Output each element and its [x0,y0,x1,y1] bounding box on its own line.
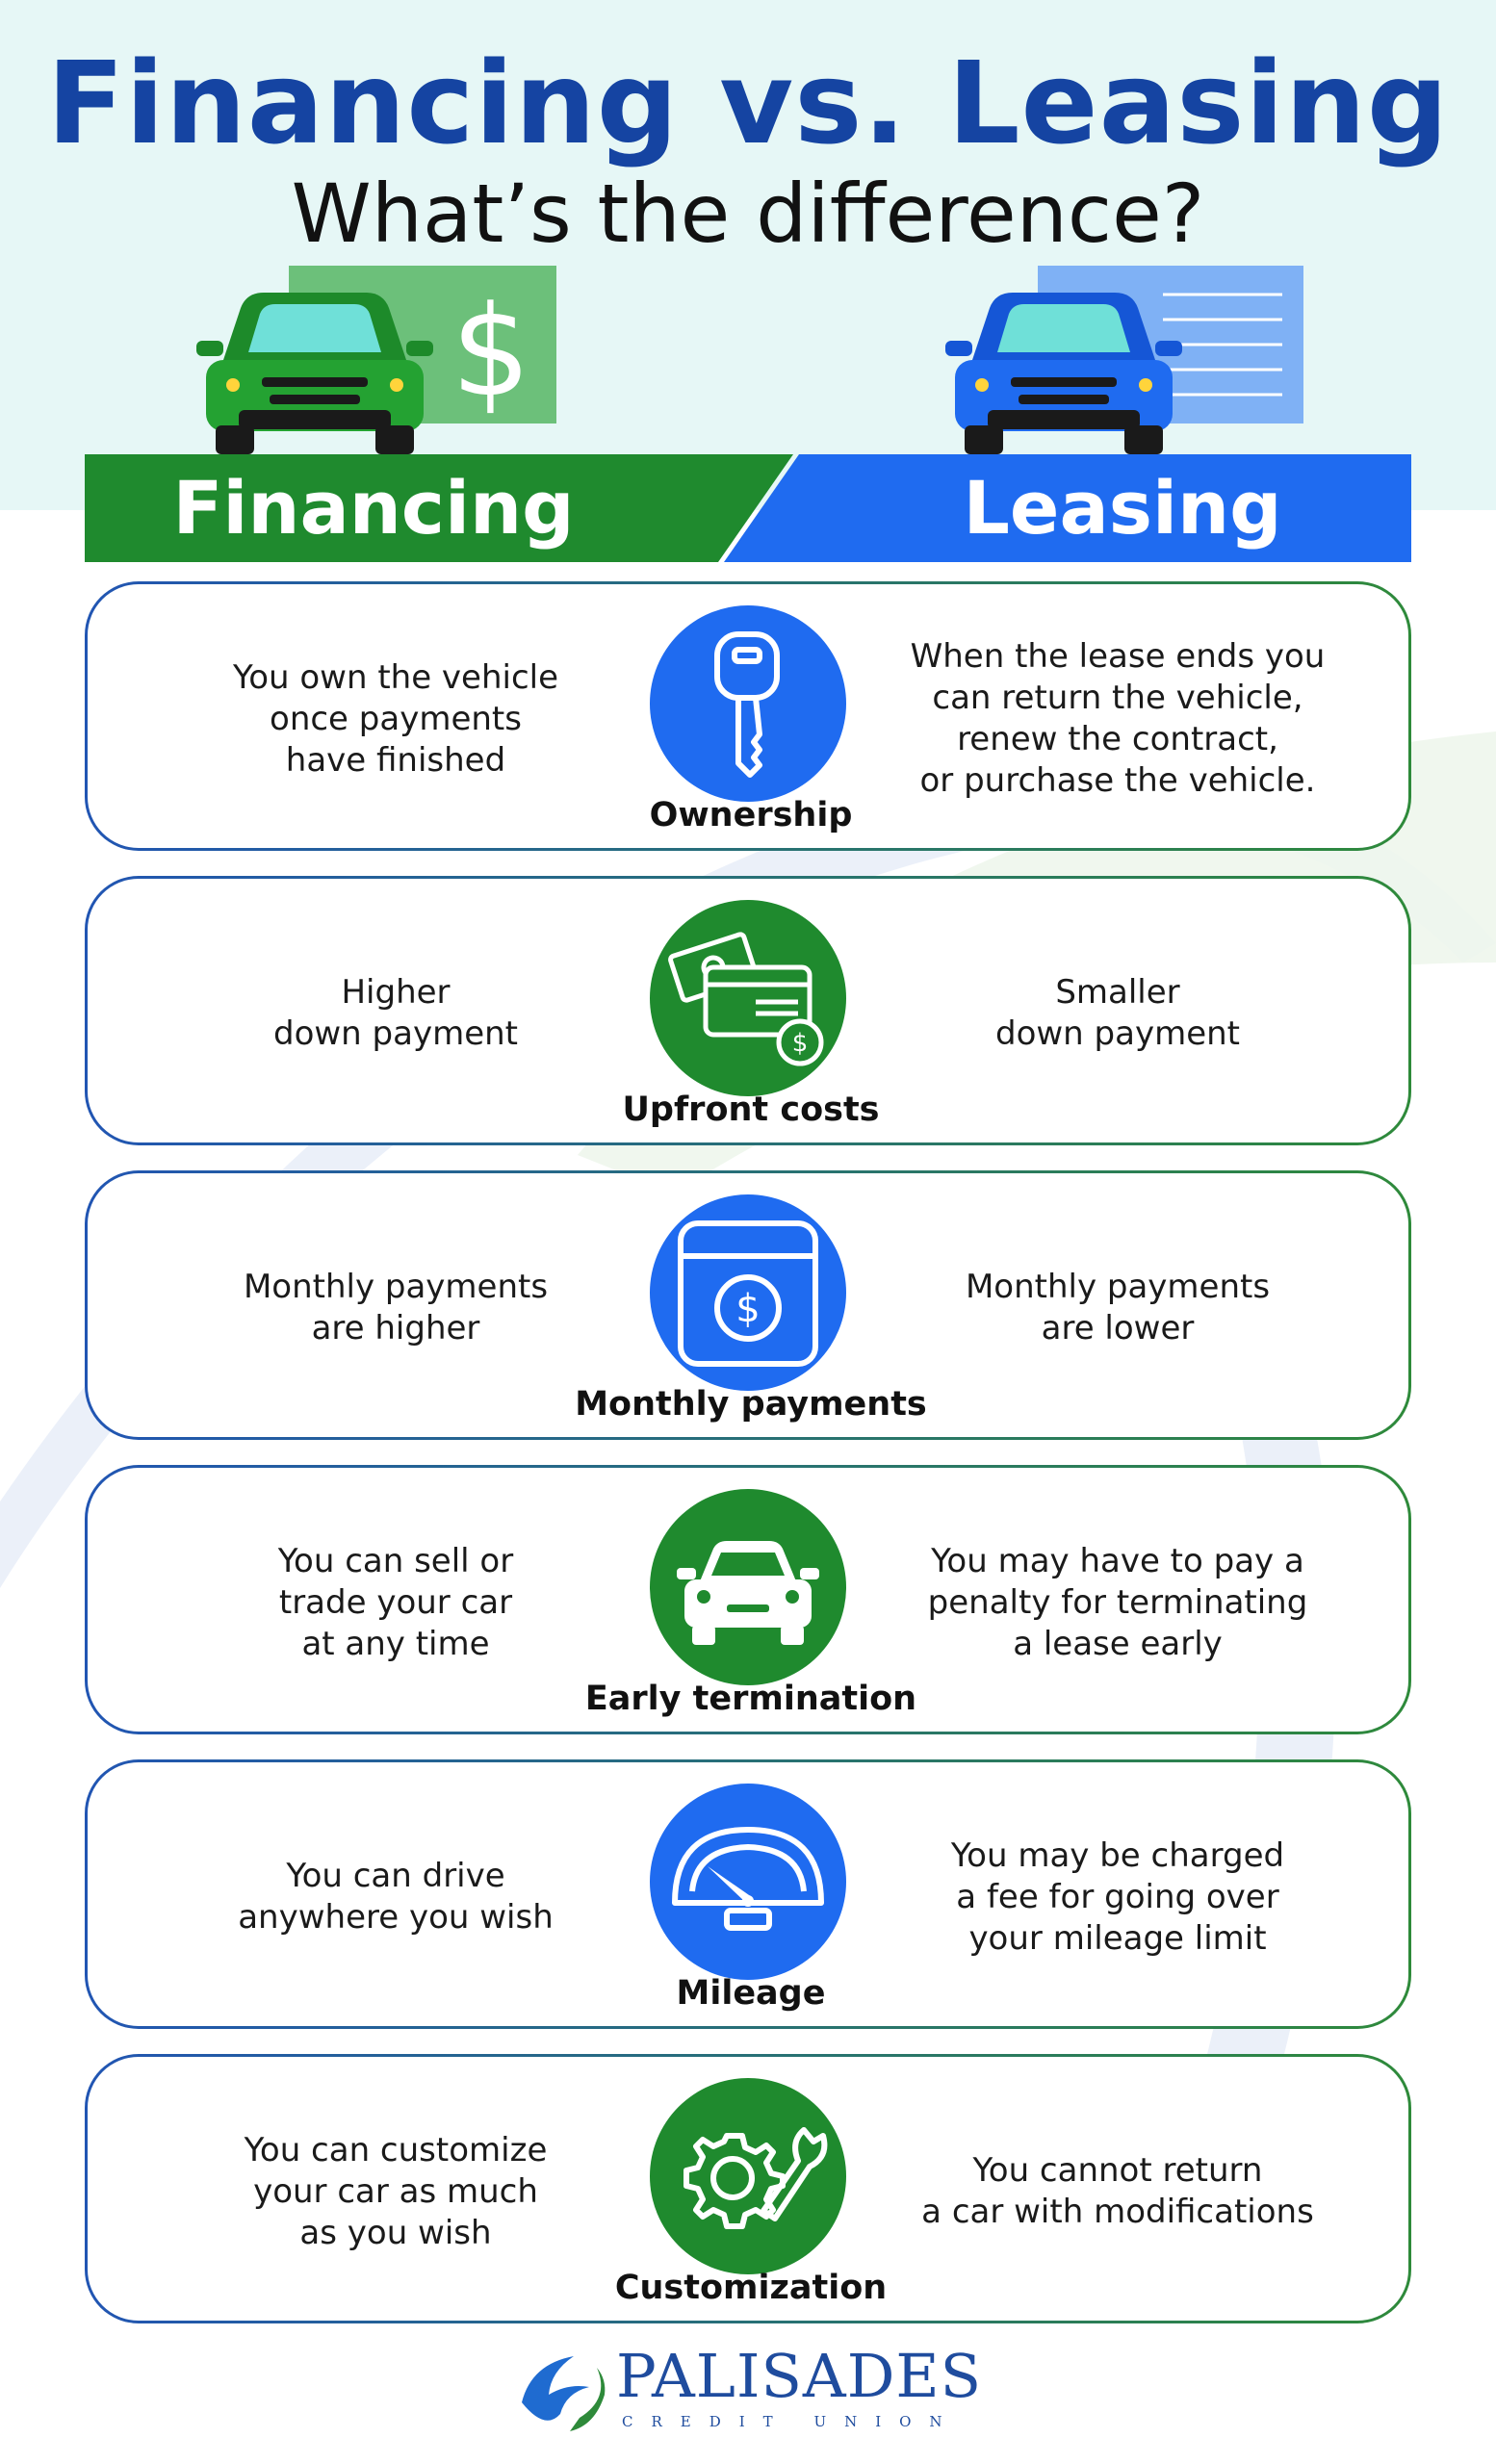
row-label-mileage: Mileage [676,1974,826,2013]
key-icon [650,605,846,802]
leasing-termination-text: You may have to pay a penalty for termin… [927,1541,1308,1663]
svg-text:$: $ [792,1029,809,1058]
svg-text:$: $ [735,1287,760,1331]
comparison-banner: Financing Leasing [85,454,1411,562]
row-label-ownership: Ownership [649,796,853,834]
leasing-customization-text: You cannot return a car with modificatio… [921,2151,1314,2231]
palisades-logo: PALISADES CREDIT UNION [510,2339,1011,2445]
row-label-early-termination: Early termination [584,1680,917,1718]
money-card-icon: $ [650,900,846,1096]
comparison-row-ownership: You own the vehicle once payments have f… [85,581,1411,851]
row-label-upfront-costs: Upfront costs [622,1091,880,1129]
row-label-monthly-payments: Monthly payments [575,1385,927,1424]
document-lines [1163,293,1282,397]
comparison-row-early-termination: You can sell or trade your car at any ti… [85,1465,1411,1734]
comparison-row-monthly-payments: Monthly payments are higher $ Monthly pa… [85,1170,1411,1440]
row-label-customization: Customization [614,2269,888,2307]
logo-name: PALISADES [616,2341,983,2411]
leasing-heading: Leasing [963,465,1282,551]
green-car-icon [196,293,433,454]
leasing-upfront-text: Smaller down payment [994,973,1240,1053]
dollar-symbol: $ [451,278,531,424]
leasing-ownership-text: When the lease ends you can return the v… [910,637,1326,800]
car-icon [650,1489,846,1685]
leasing-monthly-text: Monthly payments are lower [965,1268,1271,1348]
comparison-row-upfront-costs: Higher down payment $ Upfront costs Smal… [85,876,1411,1145]
financing-monthly-text: Monthly payments are higher [243,1268,549,1348]
speedometer-icon [650,1784,846,1980]
financing-hero-illustration: $ [196,266,556,454]
calendar-dollar-icon: $ [650,1194,846,1391]
logo-subname: CREDIT UNION [622,2413,961,2430]
financing-customization-text: You can customize your car as much as yo… [244,2130,548,2252]
page-title: Financing vs. Leasing [46,37,1450,169]
financing-upfront-text: Higher down payment [272,973,518,1053]
financing-mileage-text: You can drive anywhere you wish [238,1857,554,1937]
financing-termination-text: You can sell or trade your car at any ti… [277,1541,514,1663]
financing-heading: Financing [172,465,575,551]
banner-shape [85,454,1411,562]
blue-car-icon [945,293,1182,454]
financing-ownership-text: You own the vehicle once payments have f… [232,657,559,780]
gear-wrench-icon [650,2078,846,2274]
leasing-mileage-text: You may be charged a fee for going over … [950,1835,1285,1958]
comparison-row-mileage: You can drive anywhere you wish Mileage … [85,1759,1411,2029]
leasing-hero-illustration [945,266,1303,454]
comparison-row-customization: You can customize your car as much as yo… [85,2054,1411,2323]
logo-swirl-icon [522,2356,606,2431]
page-subtitle: What’s the difference? [291,167,1205,261]
